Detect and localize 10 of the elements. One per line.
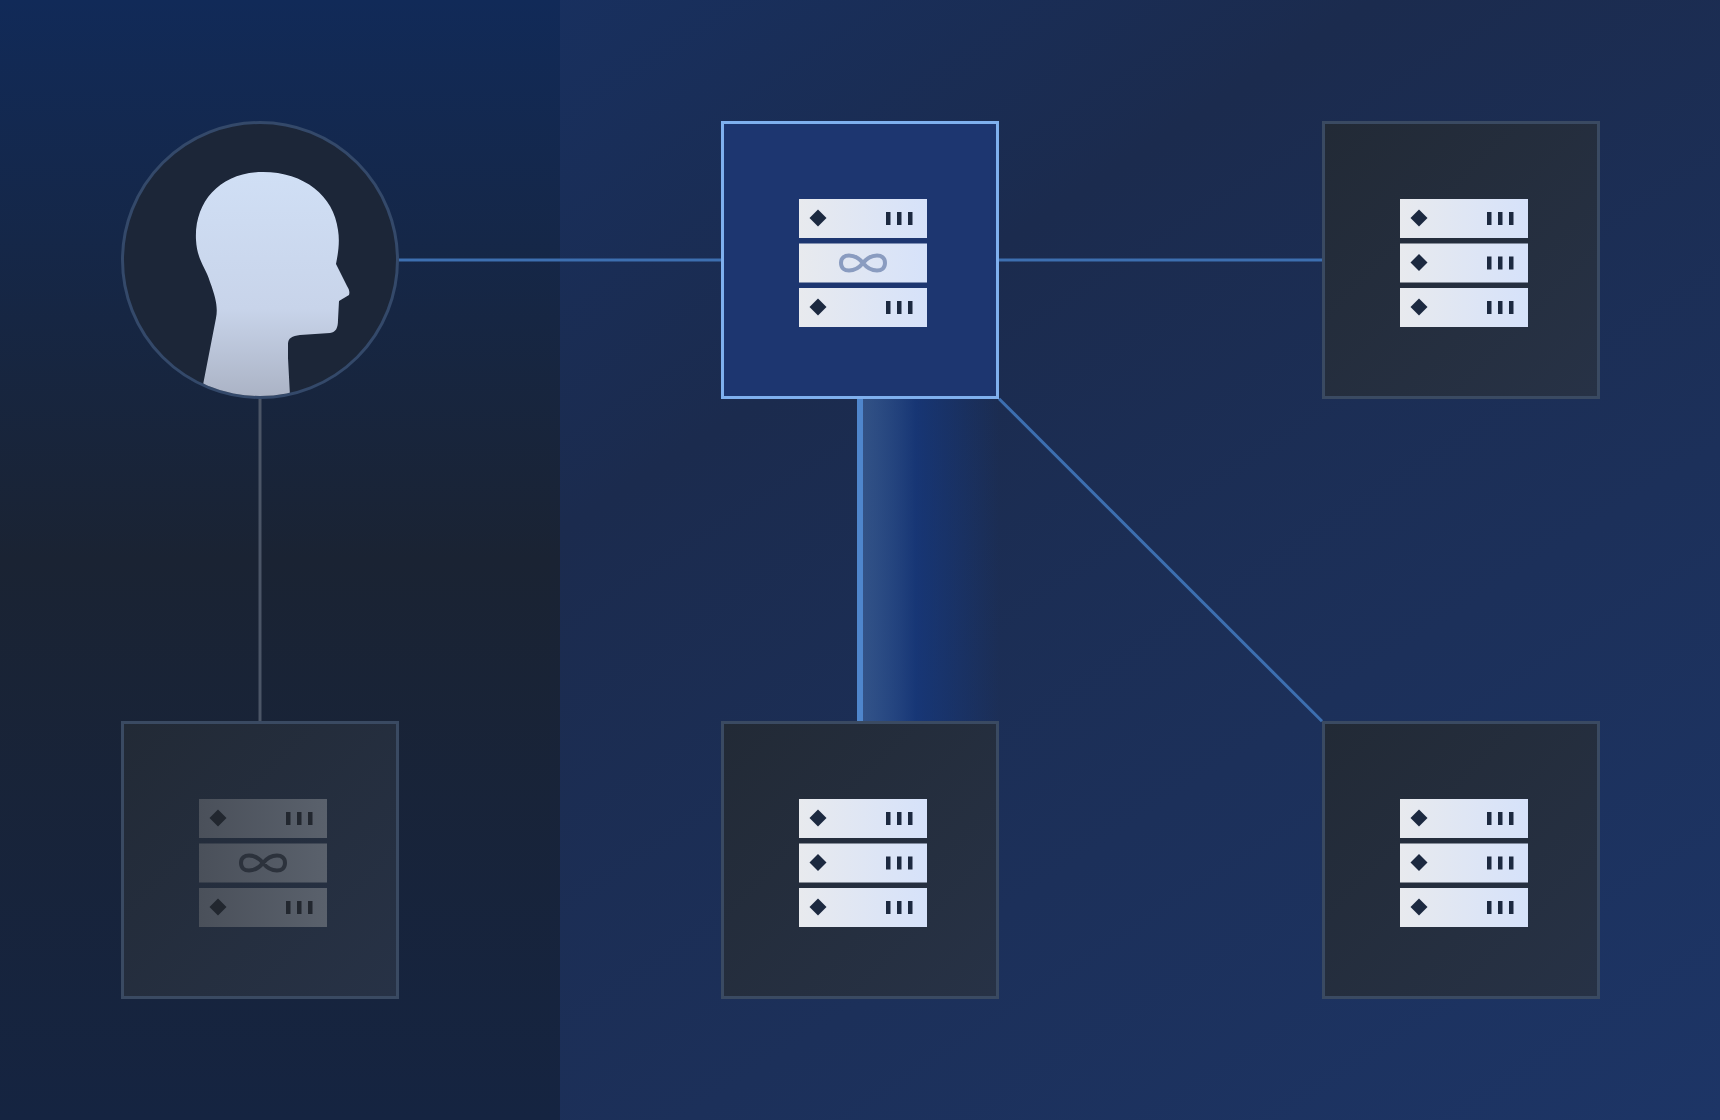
server-box — [721, 721, 999, 999]
connector-line — [997, 397, 1324, 723]
connector-line — [399, 258, 721, 262]
server-box — [721, 121, 999, 399]
server-box — [121, 721, 399, 999]
server-box — [1322, 721, 1600, 999]
connector-line — [999, 258, 1322, 262]
connector-line — [258, 399, 262, 721]
connector-line — [857, 399, 863, 721]
server-box — [1322, 121, 1600, 399]
